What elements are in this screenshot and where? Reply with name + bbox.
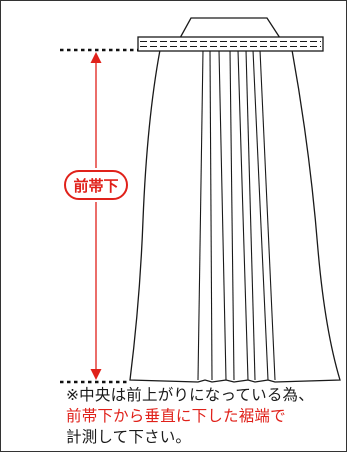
note-line-1: ※中央は前上がりになっている為、: [66, 386, 314, 404]
label-bubble: [64, 170, 128, 200]
hakama-waist-top: [178, 17, 282, 39]
measurement-note: ※中央は前上がりになっている為、 前帯下から垂直に下した裾端で 計測して下さい。: [66, 385, 314, 448]
hakama-pleats: [197, 49, 276, 381]
measurement-label: 前帯下: [73, 177, 118, 195]
waist-band: [137, 36, 324, 52]
note-line-3: 計測して下さい。: [66, 428, 192, 446]
hakama-body: [129, 49, 341, 383]
note-line-2: 前帯下から垂直に下した裾端で: [66, 407, 286, 425]
measurement-arrow: [90, 52, 102, 380]
